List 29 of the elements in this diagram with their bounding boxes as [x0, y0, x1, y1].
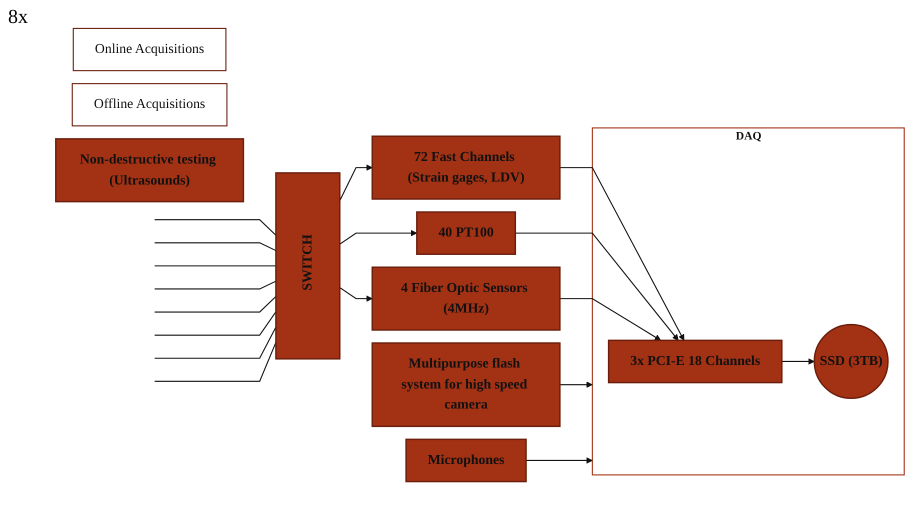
connector [154, 296, 276, 313]
connector [154, 219, 276, 236]
arrow [560, 167, 684, 341]
node-box: Multipurpose flash system for high speed camera [372, 342, 561, 428]
node-box: 4 Fiber Optic Sensors (4MHz) [372, 266, 561, 331]
connector [154, 242, 276, 252]
node-box: Microphones [405, 438, 527, 482]
connector [154, 265, 276, 266]
arrow [515, 232, 679, 341]
node-box: SWITCH [275, 172, 340, 360]
arrow [560, 298, 661, 341]
arrow [782, 358, 815, 365]
note-text: 8x [8, 6, 28, 29]
connector [154, 342, 276, 382]
node-box: 72 Fast Channels (Strain gages, LDV) [372, 136, 561, 200]
node-box: Offline Acquisitions [72, 83, 228, 126]
node-box: 40 PT100 [416, 211, 516, 255]
node-box: Online Acquisitions [72, 28, 226, 72]
arrow [339, 164, 373, 201]
connector [154, 312, 276, 336]
arrow [339, 230, 418, 245]
arrow [560, 382, 593, 388]
node-box: Non-destructive testing (Ultrasounds) [55, 138, 244, 202]
node-circle: SSD (3TB) [814, 324, 889, 400]
connector [154, 326, 276, 359]
connector [154, 280, 276, 290]
arrow [526, 457, 593, 464]
node-box: 3x PCI-E 18 Channels [608, 340, 783, 384]
arrow [339, 287, 373, 302]
